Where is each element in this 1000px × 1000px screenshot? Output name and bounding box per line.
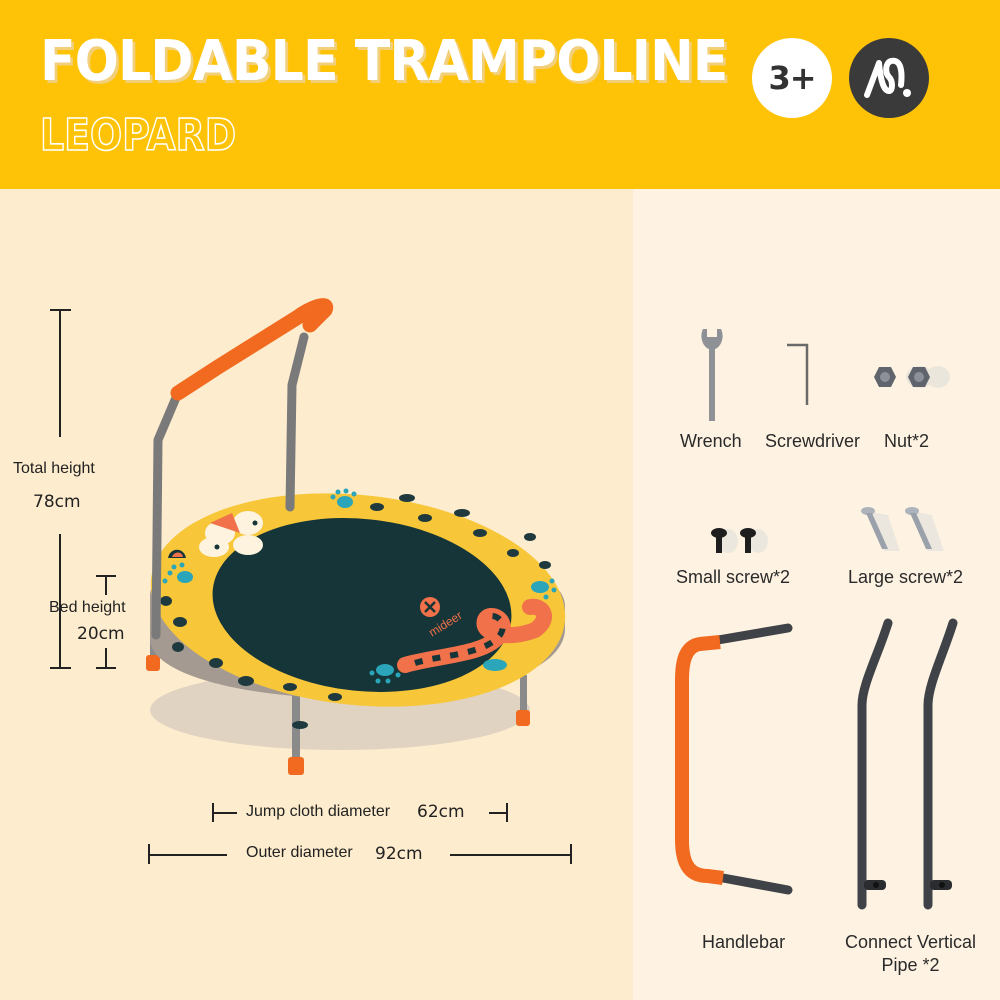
header-banner: FOLDABLE TRAMPOLINE LEOPARD 3+ [0,0,1000,189]
product-title: FOLDABLE TRAMPOLINE [40,29,728,94]
bed-height-label: Bed height [49,599,126,616]
large-screw-icon [858,505,958,555]
age-badge: 3+ [752,38,832,118]
mideer-logo-icon [849,38,929,118]
total-height-line-upper [59,309,61,437]
part-label-vertical-pipe: Connect Vertical Pipe *2 [838,932,983,976]
leopard-face-icon [168,511,263,558]
part-label-wrench: Wrench [680,431,742,451]
part-label-vertical-pipe-line2: Pipe *2 [881,955,940,975]
wrench-icon [697,325,727,425]
part-label-handlebar: Handlebar [702,932,786,952]
jump-cloth-right-cap [506,803,508,822]
bed-height-line-lower [105,648,107,668]
outer-diameter-value: 92cm [375,844,423,864]
total-height-bottom-cap [50,667,71,669]
hex-key-icon [785,343,815,408]
handlebar-icon [668,620,798,900]
part-label-large-screw: Large screw*2 [848,567,964,587]
part-label-vertical-pipe-line1: Connect Vertical [844,932,977,952]
total-height-line-lower [59,534,61,667]
jump-cloth-label: Jump cloth diameter [246,803,391,820]
outer-diameter-line-left [148,854,227,856]
outer-diameter-right-cap [570,844,572,864]
bed-height-line-upper [105,575,107,595]
total-height-label: Total height [13,460,95,477]
product-variant: LEOPARD [39,109,237,162]
bed-height-value: 20cm [77,624,125,644]
total-height-value: 78cm [33,492,81,512]
part-label-small-screw: Small screw*2 [676,567,791,587]
nut-icon [872,363,952,391]
small-screw-icon [708,525,768,560]
outer-diameter-line-right [450,854,571,856]
vertical-pipe-icon [848,615,968,910]
jump-cloth-line-left [212,812,237,814]
bed-height-bottom-cap [96,667,116,669]
part-label-nut: Nut*2 [884,431,930,451]
part-label-screwdriver: Screwdriver [765,431,861,451]
outer-diameter-label: Outer diameter [246,844,353,861]
trampoline-illustration: mideer [140,285,600,785]
age-badge-text: 3+ [768,59,816,97]
jump-cloth-line-right [489,812,507,814]
jump-cloth-value: 62cm [417,802,465,822]
